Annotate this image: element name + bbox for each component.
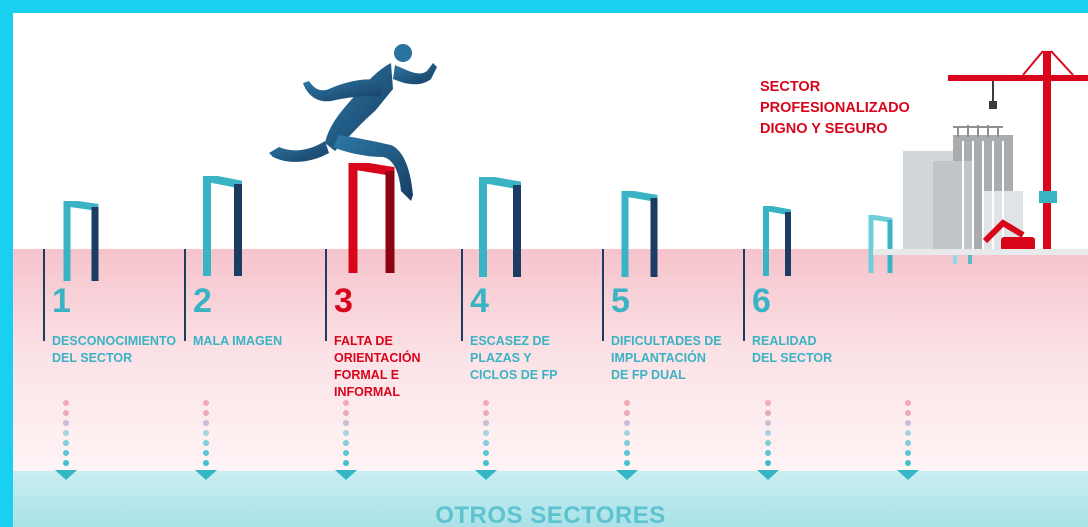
dot [624,460,630,466]
dot [483,430,489,436]
step-divider [325,249,327,341]
blue-band [13,471,1088,527]
dotted-arrow [55,400,77,480]
dot [765,430,771,436]
dot [203,430,209,436]
hurdle-icon [63,201,99,281]
step-divider [743,249,745,341]
dot [624,410,630,416]
dot [343,410,349,416]
dot [905,420,911,426]
hurdle-icon [621,191,658,277]
dot [63,420,69,426]
arrow-down-icon [616,470,638,480]
step-divider [184,249,186,341]
arrow-down-icon [897,470,919,480]
arrow-down-icon [475,470,497,480]
step-label: ESCASEZ DE PLAZAS Y CICLOS DE FP [470,334,558,382]
dot [905,430,911,436]
other-sectors-label: OTROS SECTORES [435,502,666,527]
step-label: MALA IMAGEN [193,334,283,348]
step-number: 2 [193,282,212,320]
dot [483,420,489,426]
dot [63,410,69,416]
hurdle-icon [348,163,395,273]
arrow-down-icon [757,470,779,480]
infographic: OTROS SECTORES [13,13,1088,527]
dot [624,430,630,436]
dot [483,460,489,466]
dot [203,440,209,446]
dotted-arrow [897,400,919,480]
step-divider [461,249,463,341]
hurdle-icon [203,176,242,276]
dotted-arrow [195,400,217,480]
running-man-icon [269,44,437,201]
hurdle-icon [868,215,893,273]
dot [343,420,349,426]
step-number: 3 [334,282,353,320]
dot [63,450,69,456]
dot [343,450,349,456]
dot [765,440,771,446]
dot [765,400,771,406]
arrow-down-icon [195,470,217,480]
dot [203,410,209,416]
dot [624,420,630,426]
step-divider [43,249,45,341]
dot [483,410,489,416]
dot [63,460,69,466]
dotted-arrow [616,400,638,480]
dot [905,460,911,466]
dot [343,430,349,436]
dot [624,400,630,406]
dot [203,400,209,406]
goal-text: SECTOR PROFESIONALIZADO DIGNO Y SEGURO [760,79,910,137]
step-number: 5 [611,282,630,320]
step-divider [602,249,604,341]
step-number: 1 [52,282,71,320]
dot [63,430,69,436]
dot [624,450,630,456]
dot [765,410,771,416]
dot [905,440,911,446]
dot [905,400,911,406]
hurdle-icon [479,177,521,277]
dot [483,440,489,446]
dot [905,410,911,416]
step-label: DIFICULTADES DE IMPLANTACIÓN DE FP DUAL [611,334,722,382]
arrow-down-icon [335,470,357,480]
arrow-down-icon [55,470,77,480]
construction-crane-icon [873,50,1088,255]
dot [624,440,630,446]
step-number: 6 [752,282,771,320]
dot [343,440,349,446]
dot [203,420,209,426]
dot [483,450,489,456]
dot [343,400,349,406]
step-number: 4 [470,282,489,320]
step-label: FALTA DE ORIENTACIÓN FORMAL E INFORMAL [334,334,421,399]
dot [905,450,911,456]
dot [483,400,489,406]
dot [203,450,209,456]
step-label: DESCONOCIMIENTO DEL SECTOR [52,334,177,365]
dotted-arrow [335,400,357,480]
dotted-arrow [757,400,779,480]
hurdle-icon [763,206,791,276]
dotted-arrow [475,400,497,480]
dot [63,400,69,406]
dot [63,440,69,446]
step-label: REALIDAD DEL SECTOR [752,334,833,365]
dot [765,450,771,456]
dot [203,460,209,466]
dot [343,460,349,466]
dot [765,420,771,426]
dot [765,460,771,466]
